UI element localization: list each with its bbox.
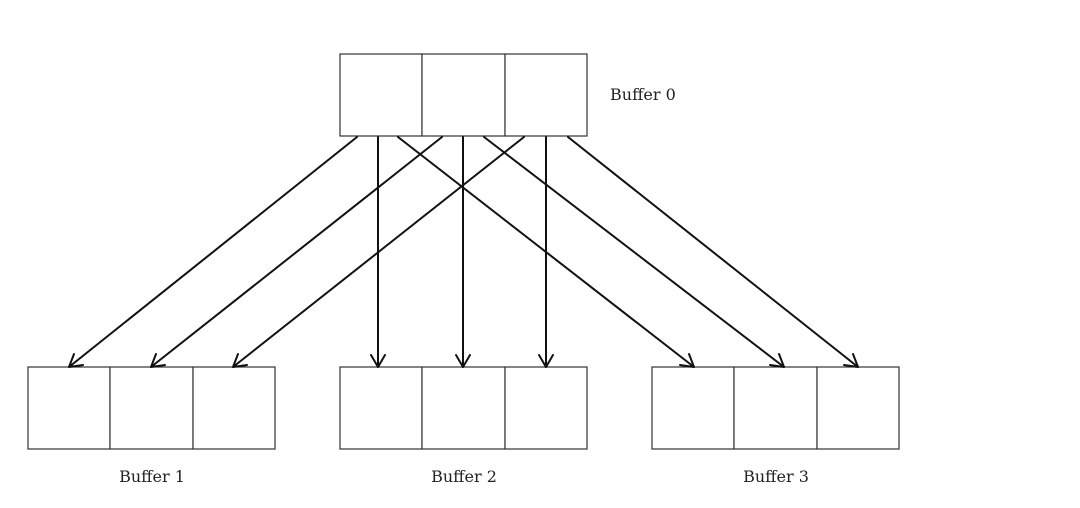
buffer-2-cell-0 (339, 366, 423, 450)
buffer-2-cell-1 (421, 366, 506, 450)
buffer-2: Buffer 2 (339, 366, 588, 486)
arrows (68, 136, 859, 368)
arrow-s1-to-b2c1 (455, 136, 471, 368)
buffer-0-cell-2 (504, 53, 588, 137)
buffer-3: Buffer 3 (651, 366, 900, 486)
arrow-s1-to-b1c1 (150, 136, 443, 368)
arrow-s2-to-b1c2 (232, 136, 525, 368)
arrow-s1-to-b3c1 (483, 136, 785, 368)
buffer-1-label: Buffer 1 (119, 467, 185, 486)
buffer-1-cell-2 (192, 366, 276, 450)
buffer-2-cell-2 (504, 366, 588, 450)
buffer-3-cell-0 (651, 366, 735, 450)
buffer-1-cell-1 (109, 366, 194, 450)
arrow-s0-to-b1c0 (68, 136, 358, 368)
buffer-1: Buffer 1 (27, 366, 276, 486)
buffer-0-label: Buffer 0 (610, 85, 676, 104)
buffer-0-cell-1 (421, 53, 506, 137)
arrow-s2-to-b3c2 (567, 136, 859, 368)
arrow-s2-to-b2c2 (538, 136, 554, 368)
buffer-3-label: Buffer 3 (743, 467, 809, 486)
buffer-2-label: Buffer 2 (431, 467, 497, 486)
buffer-0: Buffer 0 (339, 53, 676, 137)
buffer-1-cell-0 (27, 366, 111, 450)
buffer-3-cell-1 (733, 366, 818, 450)
buffer-3-cell-2 (816, 366, 900, 450)
buffer-0-cell-0 (339, 53, 423, 137)
